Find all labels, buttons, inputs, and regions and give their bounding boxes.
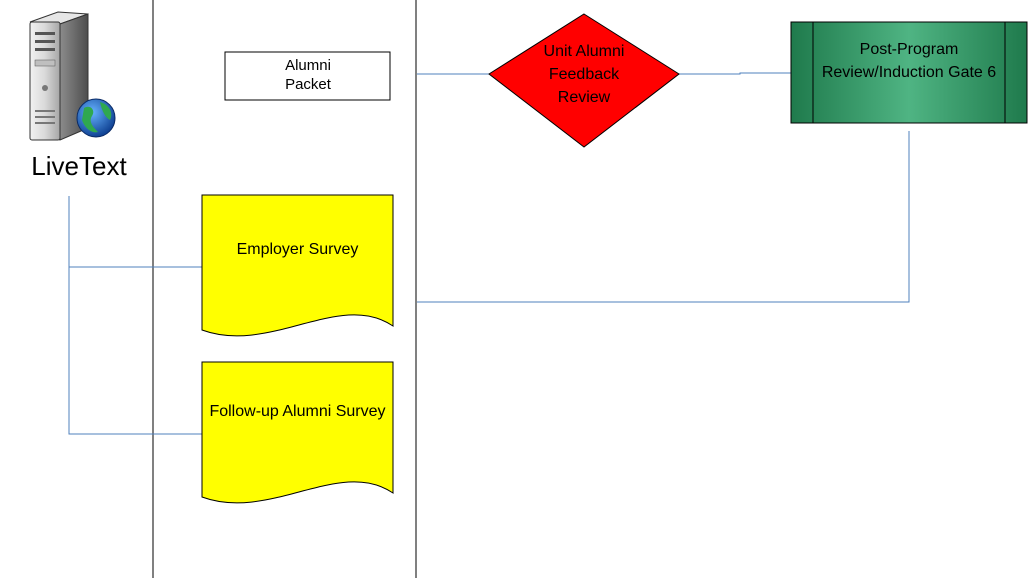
alumni-survey-label: Follow-up Alumni Survey xyxy=(209,403,386,420)
post-program-review-process xyxy=(790,21,1028,124)
employer-survey-label: Employer Survey xyxy=(236,241,359,258)
feedback-review-decision xyxy=(488,13,680,148)
decision-label: Unit Alumni Feedback Review xyxy=(543,43,625,106)
connectors xyxy=(68,72,910,435)
process-label: Post-Program Review/Induction Gate 6 xyxy=(821,41,997,81)
connector-decision-process xyxy=(679,72,791,75)
alumni-packet-label: Alumni Packet xyxy=(285,57,331,93)
alumni-packet-box xyxy=(224,51,391,101)
server-globe-icon xyxy=(29,11,116,141)
alumni-survey-document xyxy=(201,361,394,504)
connector-livetext-trunk xyxy=(68,196,202,435)
employer-survey-document xyxy=(201,194,394,337)
server-label: LiveText xyxy=(31,151,127,181)
connector-process-lane xyxy=(417,131,910,303)
